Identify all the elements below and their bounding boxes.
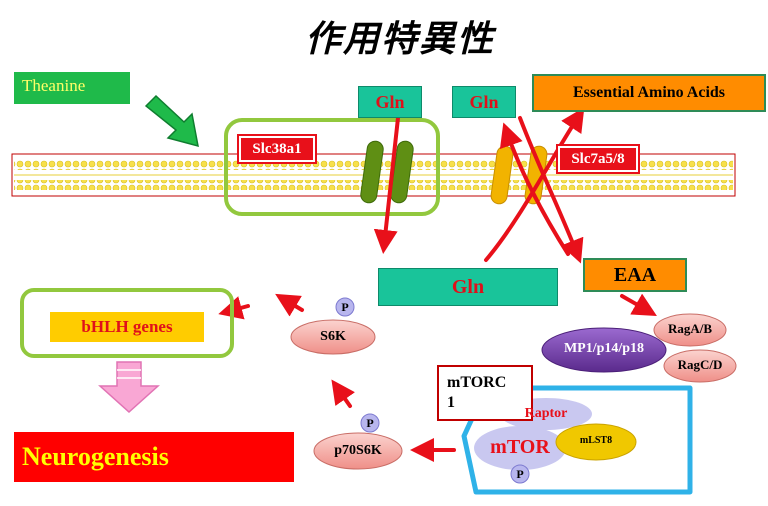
mp1-label: MP1/p14/p18 xyxy=(563,341,645,356)
slc38a1-label: Slc38a1 xyxy=(237,134,317,164)
phospho-s6k xyxy=(335,297,355,317)
s6k-blob xyxy=(290,319,376,355)
gln-extracellular-left: Gln xyxy=(358,86,422,118)
bhlh-genes-label: bHLH genes xyxy=(50,312,204,342)
phospho-mtor-label: P xyxy=(516,467,524,481)
gln-extracellular-right: Gln xyxy=(452,86,516,118)
mtorc1-label: mTORC 1 xyxy=(437,365,533,421)
slc38a1-channel xyxy=(360,140,414,204)
s6k-label: S6K xyxy=(320,329,346,344)
page-title: 作用特異性 xyxy=(304,19,495,60)
phospho-p70s6k xyxy=(360,413,380,433)
p70s6k-label: p70S6K xyxy=(334,443,382,458)
rag-ab-blob xyxy=(653,313,727,347)
phospho-p70s6k-label: P xyxy=(366,416,374,430)
eaa-label: EAA xyxy=(583,258,687,292)
rag-cd-blob xyxy=(663,349,737,383)
mlst8-blob xyxy=(555,423,637,461)
theanine-arrow xyxy=(144,94,199,148)
slc7a5-8-label: Slc7a5/8 xyxy=(556,144,640,174)
theanine-label: Theanine xyxy=(14,72,130,104)
p70s6k-blob xyxy=(313,432,403,470)
mtor-label: mTOR xyxy=(490,436,550,458)
mtor-blob xyxy=(474,426,566,470)
rag-ab-label: RagA/B xyxy=(667,321,713,336)
raptor-label: Raptor xyxy=(524,406,568,421)
phospho-s6k-label: P xyxy=(341,300,349,314)
neurogenesis-label: Neurogenesis xyxy=(14,432,294,482)
gln-intracellular: Gln xyxy=(378,268,558,306)
mlst8-label: mLST8 xyxy=(579,435,613,446)
mp1-blob xyxy=(541,327,667,373)
pathway-arrows xyxy=(218,107,684,462)
pink-down-arrow xyxy=(98,361,160,414)
bhlh-highlight-box xyxy=(20,288,234,358)
slc38a1-highlight-box xyxy=(224,118,440,216)
essential-amino-acids-label: Essential Amino Acids xyxy=(532,74,766,112)
rag-cd-label: RagC/D xyxy=(677,357,723,372)
phospho-mtor xyxy=(510,464,530,484)
